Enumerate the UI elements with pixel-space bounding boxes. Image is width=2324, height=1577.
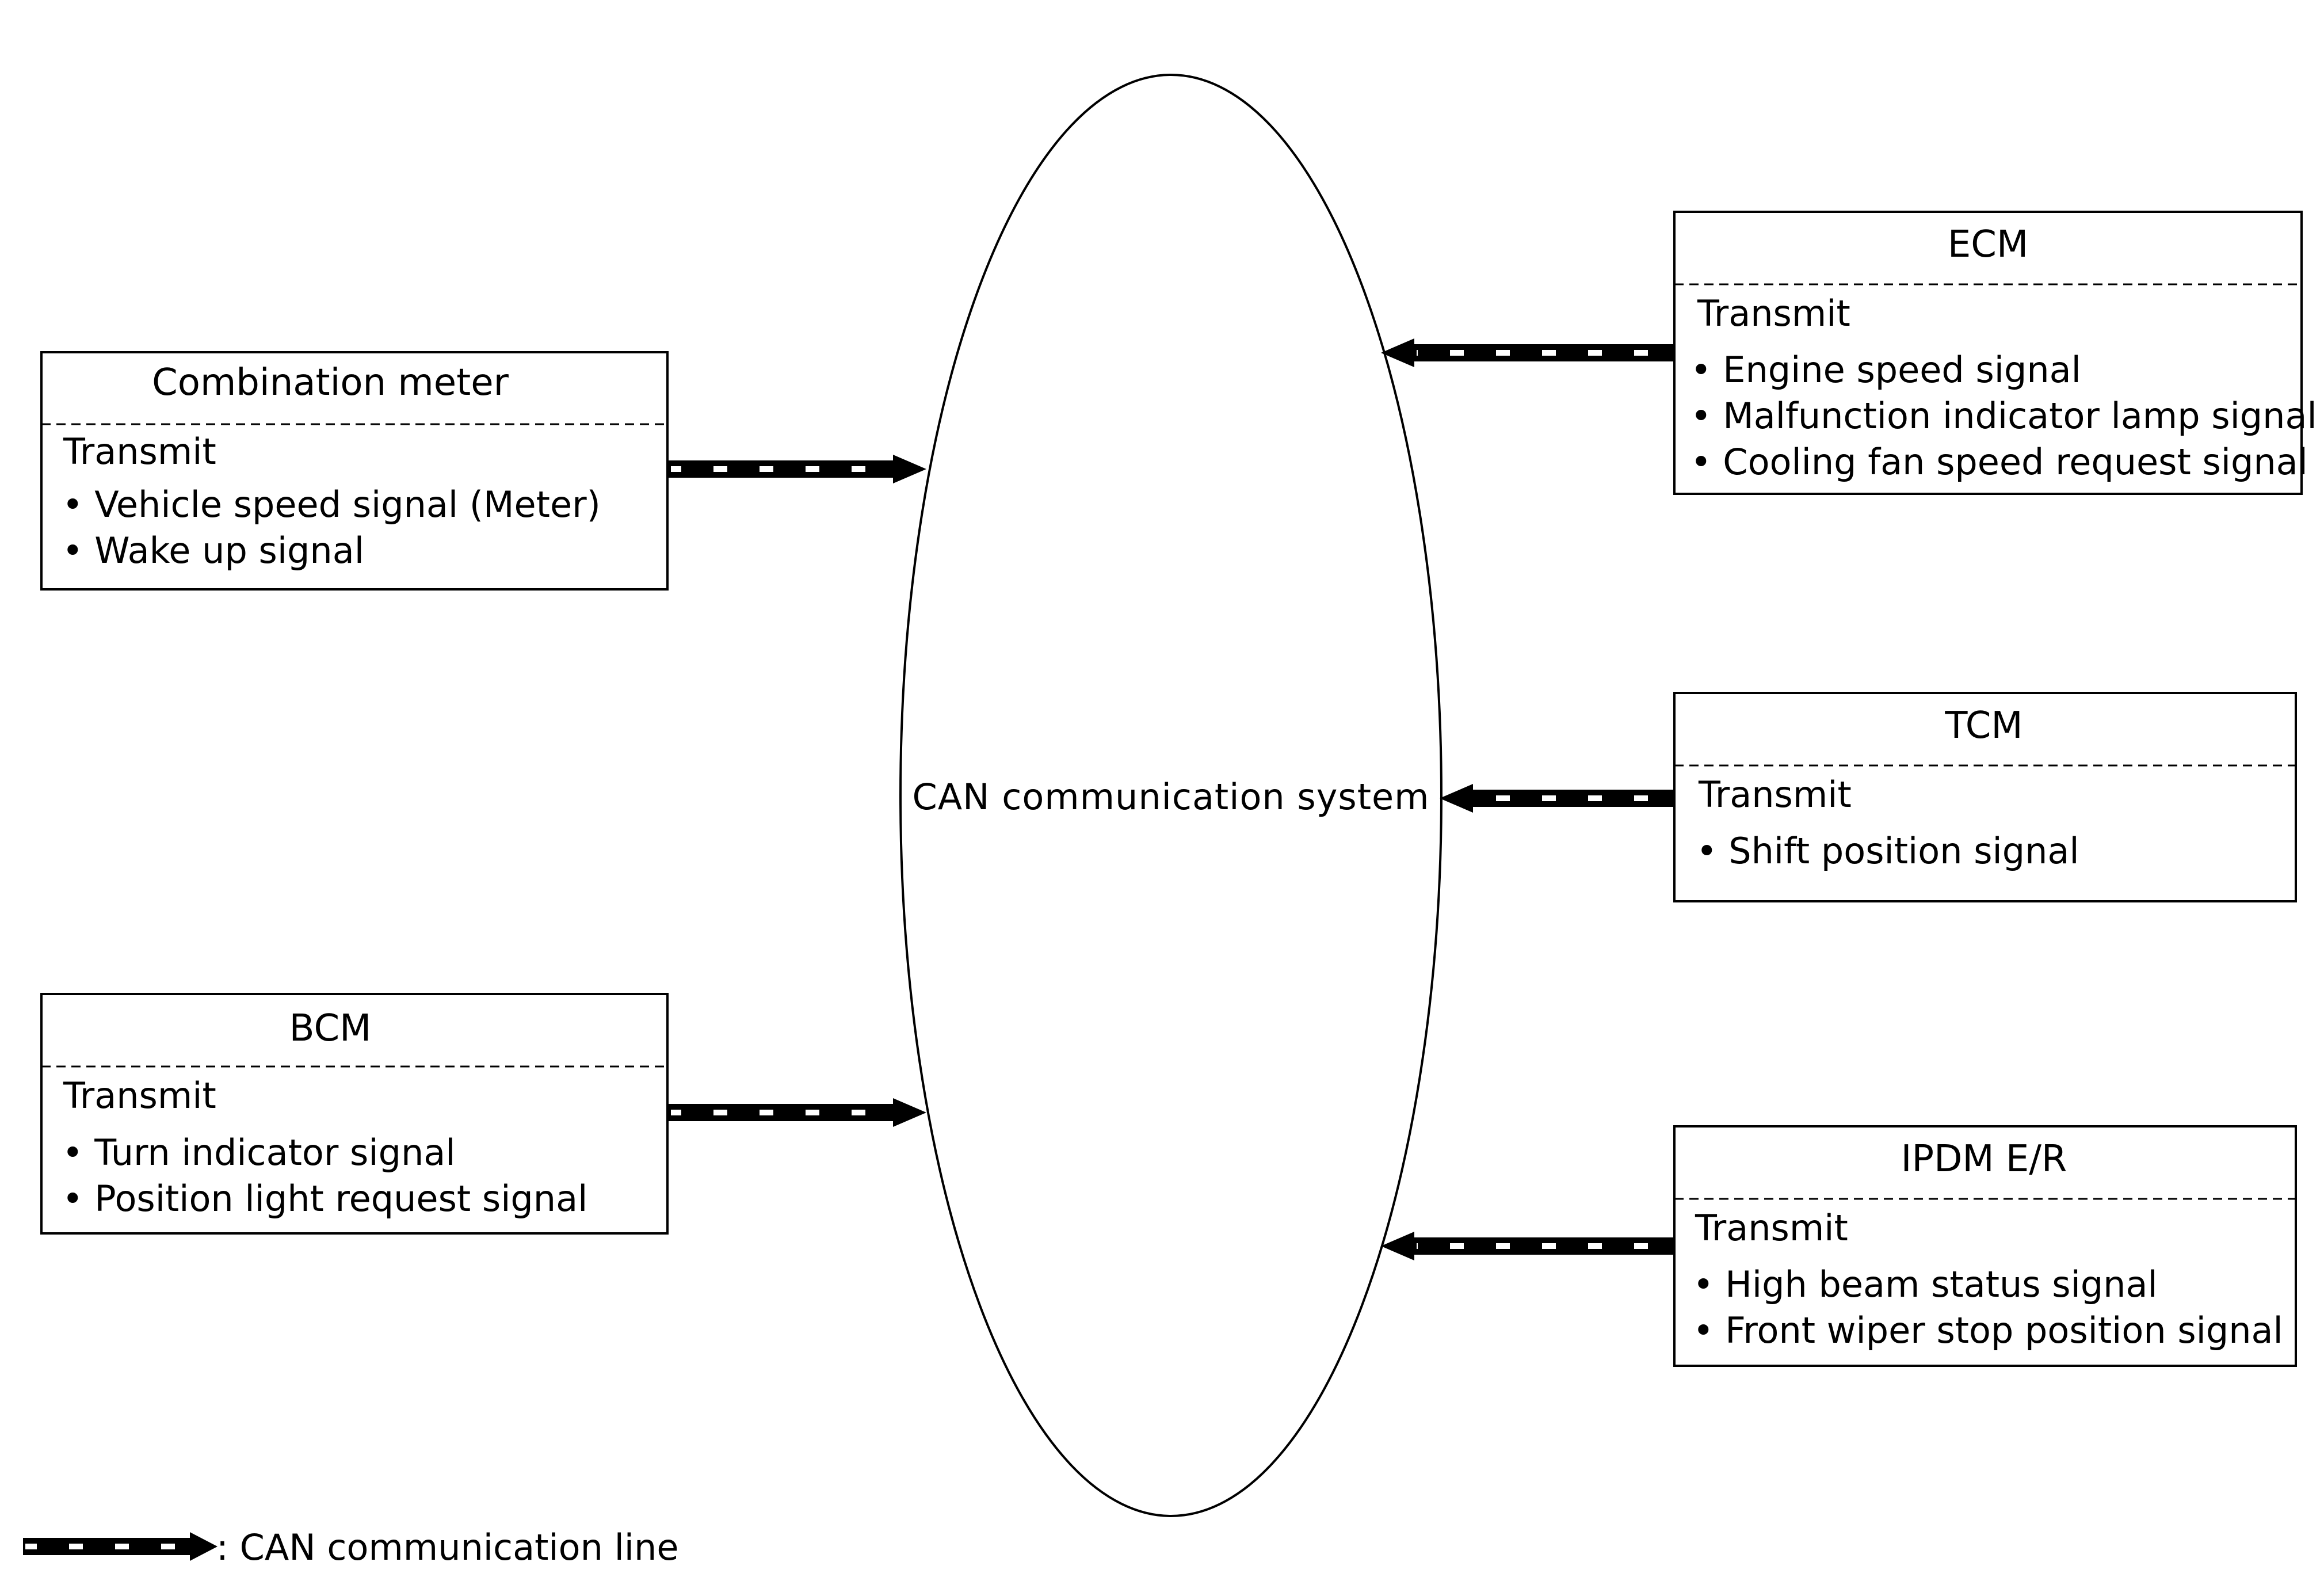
list-item: • Front wiper stop position signal xyxy=(1693,1309,2283,1351)
combination-meter-title: Combination meter xyxy=(152,361,509,404)
list-item: • Malfunction indicator lamp signal xyxy=(1690,395,2317,437)
can-arrow-combination-meter xyxy=(669,455,926,483)
ecm-box: ECM Transmit • Engine speed signal • Mal… xyxy=(1673,211,2317,495)
can-system-label: CAN communication system xyxy=(912,776,1429,818)
legend: : CAN communication line xyxy=(23,1526,678,1568)
ipdm-title: IPDM E/R xyxy=(1901,1138,2067,1180)
ipdm-box: IPDM E/R Transmit • High beam status sig… xyxy=(1673,1125,2297,1367)
list-item: • Position light request signal xyxy=(62,1178,587,1220)
tcm-box: TCM Transmit • Shift position signal xyxy=(1673,692,2297,902)
can-arrow-ecm xyxy=(1381,338,1673,367)
can-system-ellipse xyxy=(899,74,1443,1517)
list-item: • Shift position signal xyxy=(1696,830,2079,872)
bcm-title: BCM xyxy=(289,1007,372,1050)
list-item: • High beam status signal xyxy=(1693,1263,2158,1305)
legend-label: : CAN communication line xyxy=(216,1526,678,1568)
list-item: • Cooling fan speed request signal xyxy=(1690,441,2308,483)
ipdm-section: Transmit xyxy=(1695,1207,1848,1249)
can-arrow-tcm xyxy=(1440,784,1673,813)
bcm-box: BCM Transmit • Turn indicator signal • P… xyxy=(40,993,669,1235)
legend-arrow-icon xyxy=(23,1532,217,1561)
list-item: • Turn indicator signal xyxy=(62,1132,455,1174)
list-item: • Wake up signal xyxy=(62,530,364,572)
combination-meter-box: Combination meter Transmit • Vehicle spe… xyxy=(40,351,669,591)
combination-meter-section: Transmit xyxy=(63,431,216,473)
ecm-title: ECM xyxy=(1948,223,2028,266)
tcm-title: TCM xyxy=(1944,704,2022,747)
list-item: • Vehicle speed signal (Meter) xyxy=(62,483,601,525)
can-arrow-ipdm xyxy=(1381,1232,1673,1260)
list-item: • Engine speed signal xyxy=(1690,349,2081,391)
tcm-section: Transmit xyxy=(1698,774,1852,816)
bcm-section: Transmit xyxy=(63,1075,216,1117)
ecm-section: Transmit xyxy=(1697,292,1850,334)
can-arrow-bcm xyxy=(669,1098,926,1127)
